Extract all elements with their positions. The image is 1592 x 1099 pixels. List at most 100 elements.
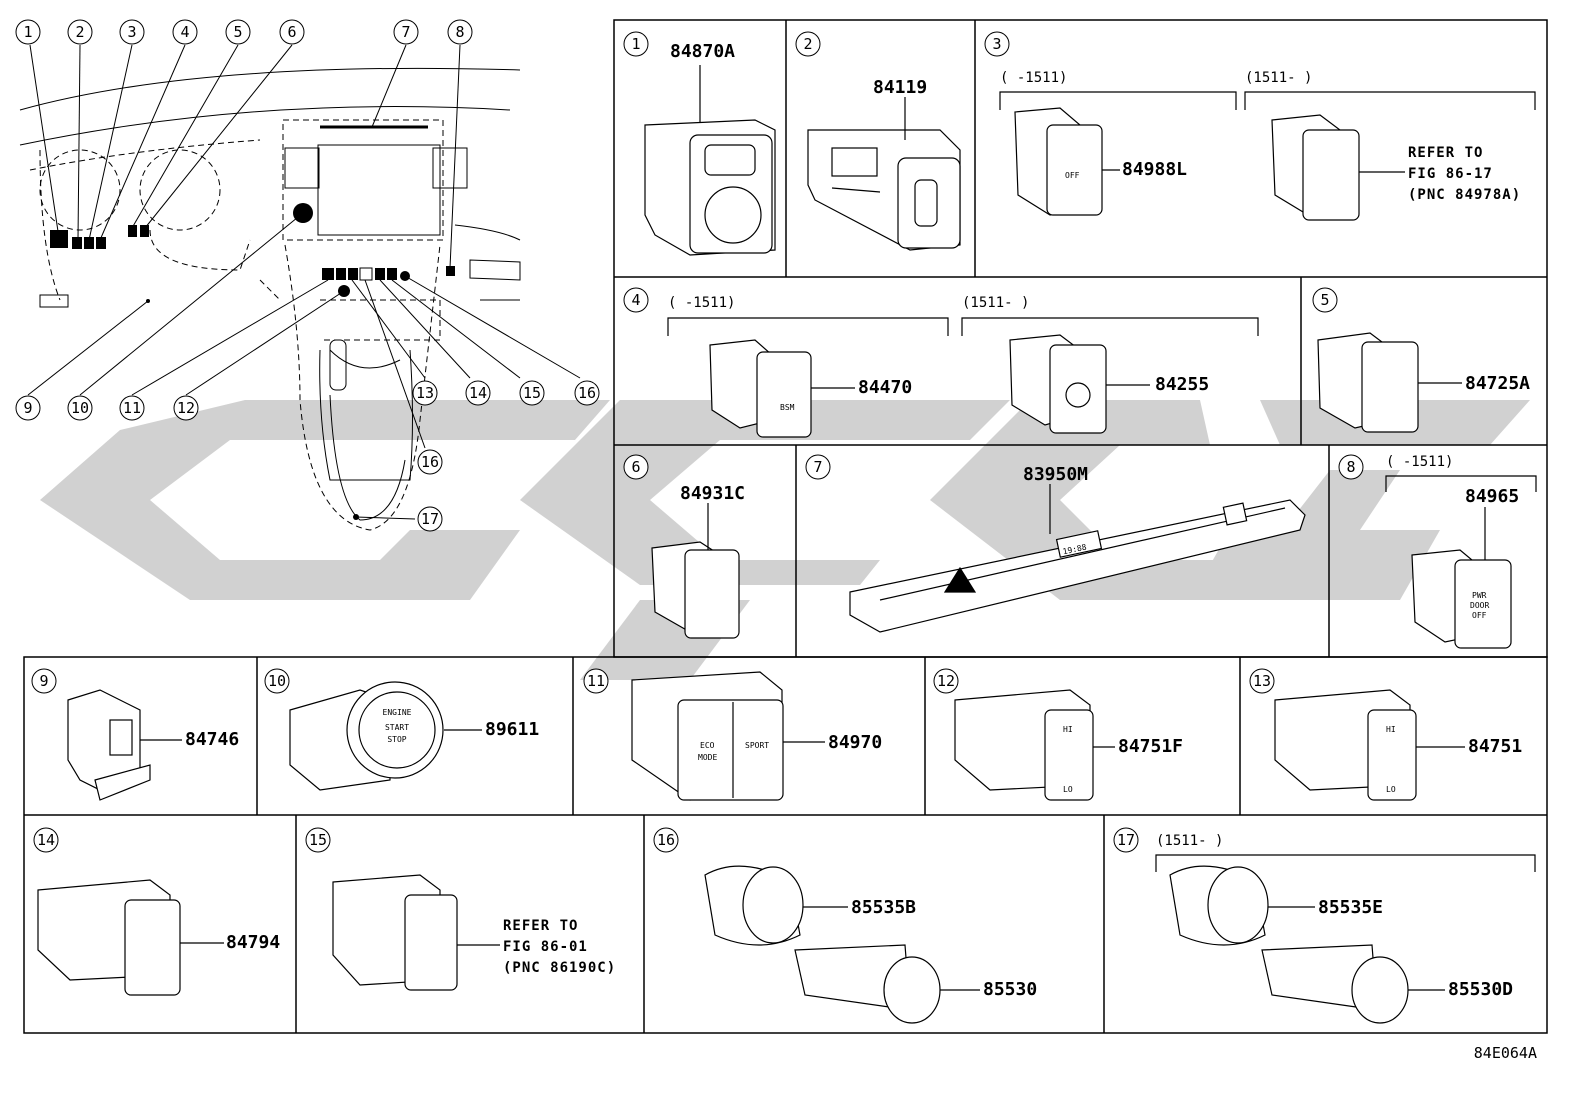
cell-10: 10 ENGINE START STOP 89611 xyxy=(264,668,539,791)
wiper-deicer-switch-part xyxy=(37,879,224,996)
callout-13: 13 xyxy=(412,380,438,406)
svg-text:2: 2 xyxy=(803,35,812,53)
svg-text:85530: 85530 xyxy=(983,979,1037,1000)
cell-13: 13 HI LO 84751 xyxy=(1249,668,1522,801)
svg-text:DOOR: DOOR xyxy=(1470,601,1489,610)
svg-text:85535E: 85535E xyxy=(1318,897,1383,918)
svg-text:8: 8 xyxy=(1346,458,1355,476)
svg-text:84255: 84255 xyxy=(1155,374,1209,395)
mirror-switch-part xyxy=(644,65,776,256)
svg-text:84970: 84970 xyxy=(828,732,882,753)
suspension-switch-part xyxy=(332,874,500,991)
svg-text:1: 1 xyxy=(631,35,640,53)
svg-text:FIG 86-17: FIG 86-17 xyxy=(1408,166,1493,182)
cell-14: 14 84794 xyxy=(33,827,280,996)
svg-text:84119: 84119 xyxy=(873,77,927,98)
cell-6: 6 84931C xyxy=(623,454,745,639)
svg-text:(PNC 84978A): (PNC 84978A) xyxy=(1408,187,1521,203)
power-outlet-cap-part xyxy=(794,944,980,1024)
callout-1: 1 xyxy=(15,19,41,45)
off-switch-part xyxy=(1014,107,1120,216)
callout-12: 12 xyxy=(173,395,199,421)
svg-text:2: 2 xyxy=(75,23,84,41)
watermark xyxy=(40,400,1530,680)
figure-code: 84E064A xyxy=(1474,1044,1537,1062)
svg-text:84725A: 84725A xyxy=(1465,373,1530,394)
svg-text:10: 10 xyxy=(268,672,286,690)
callout-17: 17 xyxy=(417,506,443,532)
svg-text:10: 10 xyxy=(71,399,89,417)
svg-text:( -1511): ( -1511) xyxy=(1386,454,1453,470)
svg-text:13: 13 xyxy=(1253,672,1271,690)
svg-text:STOP: STOP xyxy=(387,735,406,744)
seat-heater-switch-part-2 xyxy=(1274,689,1465,801)
seat-heater-switch-part xyxy=(954,689,1115,801)
callout-6: 6 xyxy=(279,19,305,45)
svg-text:84751F: 84751F xyxy=(1118,736,1183,757)
svg-text:HI: HI xyxy=(1386,725,1396,734)
callout-16a: 16 xyxy=(574,380,600,406)
svg-text:17: 17 xyxy=(421,510,439,528)
callout-7: 7 xyxy=(393,19,419,45)
dimmer-switch-part xyxy=(807,97,961,251)
svg-text:( -1511): ( -1511) xyxy=(668,295,735,311)
svg-text:6: 6 xyxy=(287,23,296,41)
callout-8: 8 xyxy=(447,19,473,45)
callout-4: 4 xyxy=(172,19,198,45)
cell-3: 3 ( -1511) (1511- ) OFF 84988L REFER TO … xyxy=(984,31,1536,221)
usb-switch-part xyxy=(67,689,182,801)
svg-text:HI: HI xyxy=(1063,725,1073,734)
svg-text:84931C: 84931C xyxy=(680,483,745,504)
back-door-switch-part xyxy=(651,503,740,639)
svg-text:OFF: OFF xyxy=(1472,611,1487,620)
svg-text:5: 5 xyxy=(233,23,242,41)
svg-text:16: 16 xyxy=(421,453,439,471)
power-outlet-socket-part xyxy=(704,865,848,946)
cell-1: 1 84870A xyxy=(623,31,776,256)
svg-text:(1511- ): (1511- ) xyxy=(962,295,1029,311)
svg-text:15: 15 xyxy=(523,384,541,402)
svg-text:( -1511): ( -1511) xyxy=(1000,70,1067,86)
callout-14: 14 xyxy=(465,380,491,406)
svg-text:4: 4 xyxy=(180,23,189,41)
callout-3: 3 xyxy=(119,19,145,45)
overview-callouts: 1 2 3 4 5 6 7 8 9 10 11 12 13 14 15 16 1… xyxy=(15,19,600,532)
grid-frame xyxy=(23,19,1548,1034)
svg-text:MODE: MODE xyxy=(698,753,717,762)
svg-text:REFER TO: REFER TO xyxy=(1408,145,1483,161)
cell-8: 8 ( -1511) 84965 PWR DOOR OFF xyxy=(1338,454,1537,649)
cell-15: 15 REFER TO FIG 86-01 (PNC 86190C) xyxy=(305,827,616,991)
svg-text:ENGINE: ENGINE xyxy=(383,708,412,717)
trunk-switch-part xyxy=(1271,114,1405,221)
svg-text:16: 16 xyxy=(657,831,675,849)
svg-text:84751: 84751 xyxy=(1468,736,1522,757)
svg-text:84470: 84470 xyxy=(858,377,912,398)
svg-text:17: 17 xyxy=(1117,831,1135,849)
svg-text:(PNC 86190C): (PNC 86190C) xyxy=(503,960,616,976)
cell-5: 5 84725A xyxy=(1312,287,1530,433)
svg-text:84988L: 84988L xyxy=(1122,159,1187,180)
svg-text:15: 15 xyxy=(309,831,327,849)
dashboard-overview xyxy=(19,67,521,531)
svg-text:(1511- ): (1511- ) xyxy=(1245,70,1312,86)
cell-12: 12 HI LO 84751F xyxy=(933,668,1183,801)
svg-text:3: 3 xyxy=(127,23,136,41)
callout-2: 2 xyxy=(67,19,93,45)
svg-text:12: 12 xyxy=(177,399,195,417)
start-stop-switch-part xyxy=(289,681,482,791)
svg-text:84870A: 84870A xyxy=(670,41,735,62)
svg-text:84794: 84794 xyxy=(226,932,280,953)
svg-text:SPORT: SPORT xyxy=(745,741,769,750)
callout-15: 15 xyxy=(519,380,545,406)
svg-text:5: 5 xyxy=(1320,291,1329,309)
svg-text:85530D: 85530D xyxy=(1448,979,1513,1000)
cell-16: 16 85535B 85530 xyxy=(653,827,1037,1024)
cell-4: 4 ( -1511) (1511- ) BSM 84470 84255 xyxy=(623,287,1259,438)
svg-text:1: 1 xyxy=(23,23,32,41)
power-outlet-socket-part-2 xyxy=(1169,865,1315,946)
cell-17: 17 (1511- ) 85535E 85530D xyxy=(1113,827,1536,1024)
callout-16b: 16 xyxy=(417,449,443,475)
svg-text:8: 8 xyxy=(455,23,464,41)
svg-text:12: 12 xyxy=(937,672,955,690)
